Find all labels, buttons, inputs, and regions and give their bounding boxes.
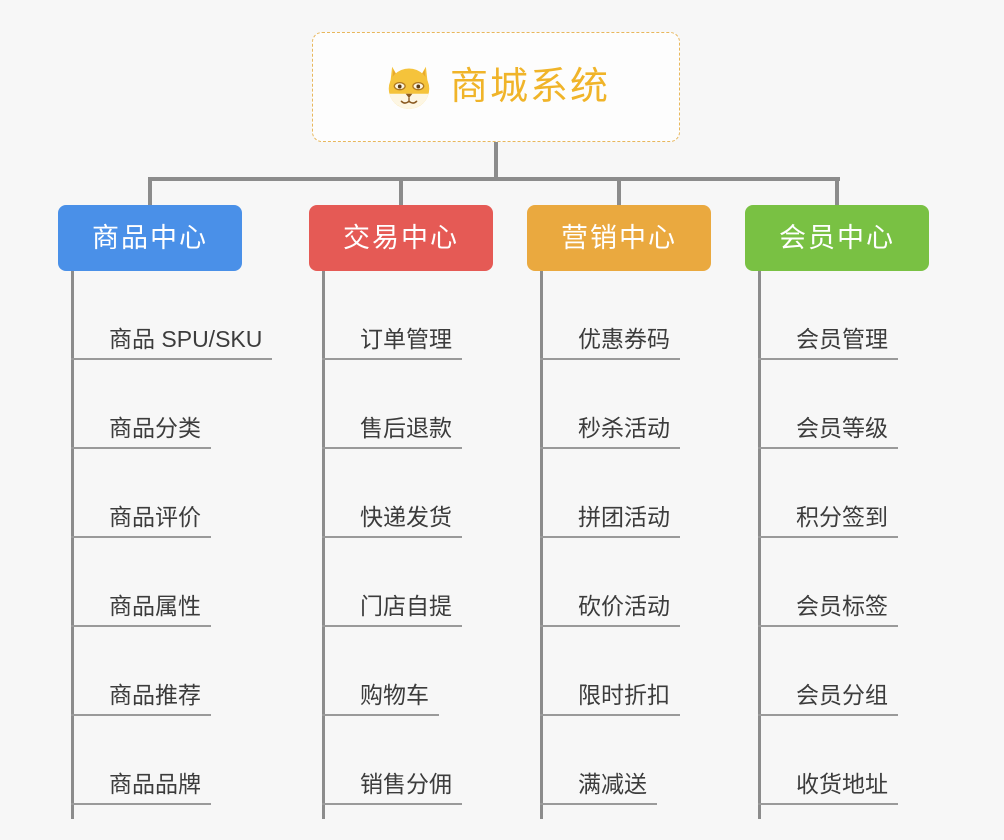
- leaf-item-label: 商品评价: [71, 504, 211, 538]
- leaf-item-label: 快递发货: [322, 504, 462, 538]
- leaf-item-label: 商品分类: [71, 415, 211, 449]
- connector-root-stem: [494, 142, 498, 179]
- connector-drop-1: [148, 177, 152, 207]
- leaf-item[interactable]: 砍价活动: [540, 538, 680, 627]
- category-node-1[interactable]: 商品中心: [58, 205, 242, 271]
- leaf-item-label: 购物车: [322, 682, 439, 716]
- shiba-dog-face-icon: [388, 66, 430, 111]
- leaf-item[interactable]: 商品属性: [71, 538, 211, 627]
- leaf-item[interactable]: 积分签到: [758, 449, 898, 538]
- leaf-item-label: 会员管理: [758, 326, 898, 360]
- leaf-trunk: [71, 271, 74, 819]
- leaf-item[interactable]: 售后退款: [322, 360, 462, 449]
- leaf-item-label: 积分签到: [758, 504, 898, 538]
- leaf-item[interactable]: 收货地址: [758, 716, 898, 805]
- leaf-item[interactable]: 商品品牌: [71, 716, 211, 805]
- leaf-item[interactable]: 满减送: [540, 716, 657, 805]
- leaf-item-label: 会员分组: [758, 682, 898, 716]
- leaf-item-label: 商品 SPU/SKU: [71, 326, 273, 360]
- leaf-item-label: 商品推荐: [71, 682, 211, 716]
- leaf-item[interactable]: 拼团活动: [540, 449, 680, 538]
- leaf-item[interactable]: 商品分类: [71, 360, 211, 449]
- leaf-item-label: 秒杀活动: [540, 415, 680, 449]
- leaf-trunk: [758, 271, 761, 819]
- category-node-3[interactable]: 营销中心: [527, 205, 711, 271]
- leaf-item[interactable]: 会员分组: [758, 627, 898, 716]
- connector-horizontal-bus: [150, 177, 840, 181]
- leaf-item[interactable]: 订单管理: [322, 271, 462, 360]
- category-label: 营销中心: [561, 222, 677, 253]
- category-label: 交易中心: [343, 222, 459, 253]
- connector-drop-2: [399, 177, 403, 207]
- leaf-item-label: 订单管理: [322, 326, 462, 360]
- leaf-item[interactable]: 销售分佣: [322, 716, 462, 805]
- leaf-item[interactable]: 商品 SPU/SKU: [71, 271, 273, 360]
- root-title: 商城系统: [449, 66, 610, 108]
- leaf-trunk: [322, 271, 325, 819]
- leaf-item-label: 限时折扣: [540, 682, 680, 716]
- leaf-trunk: [540, 271, 543, 819]
- category-node-4[interactable]: 会员中心: [745, 205, 929, 271]
- category-node-2[interactable]: 交易中心: [309, 205, 493, 271]
- leaf-item-label: 会员等级: [758, 415, 898, 449]
- leaf-item-label: 砍价活动: [540, 593, 680, 627]
- leaf-item[interactable]: 优惠券码: [540, 271, 680, 360]
- leaf-item-label: 商品品牌: [71, 771, 211, 805]
- leaf-item-label: 优惠券码: [540, 326, 680, 360]
- leaf-item[interactable]: 会员标签: [758, 538, 898, 627]
- connector-drop-3: [617, 177, 621, 207]
- leaf-item[interactable]: 会员管理: [758, 271, 898, 360]
- leaf-item-label: 门店自提: [322, 593, 462, 627]
- connector-drop-4: [835, 177, 839, 207]
- leaf-item[interactable]: 秒杀活动: [540, 360, 680, 449]
- leaf-item[interactable]: 会员等级: [758, 360, 898, 449]
- leaf-item[interactable]: 商品推荐: [71, 627, 211, 716]
- leaf-item[interactable]: 购物车: [322, 627, 439, 716]
- leaf-item-label: 会员标签: [758, 593, 898, 627]
- leaf-item-label: 满减送: [540, 771, 657, 805]
- leaf-item-label: 拼团活动: [540, 504, 680, 538]
- category-label: 会员中心: [779, 222, 895, 253]
- category-label: 商品中心: [92, 222, 208, 253]
- leaf-item[interactable]: 快递发货: [322, 449, 462, 538]
- leaf-item-label: 销售分佣: [322, 771, 462, 805]
- leaf-item-label: 售后退款: [322, 415, 462, 449]
- leaf-item-label: 收货地址: [758, 771, 898, 805]
- leaf-item[interactable]: 商品评价: [71, 449, 211, 538]
- leaf-item[interactable]: 限时折扣: [540, 627, 680, 716]
- leaf-item[interactable]: 门店自提: [322, 538, 462, 627]
- root-node[interactable]: 商城系统: [312, 32, 680, 142]
- leaf-item-label: 商品属性: [71, 593, 211, 627]
